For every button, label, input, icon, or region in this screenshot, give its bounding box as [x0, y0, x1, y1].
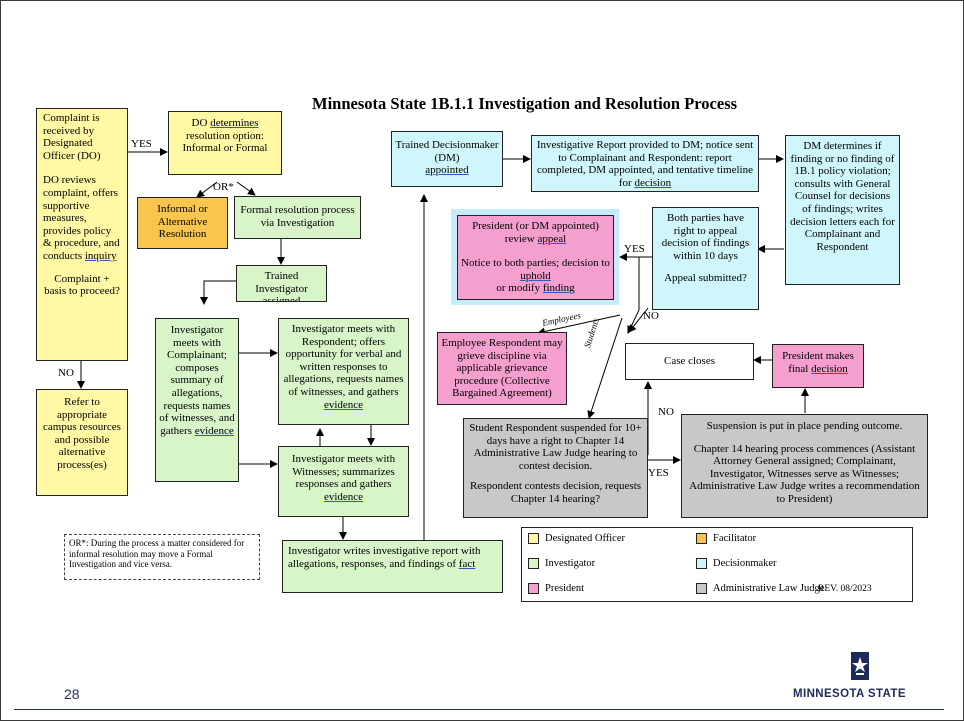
page-title: Minnesota State 1B.1.1 Investigation and…	[312, 94, 738, 113]
yes-label-2: YES	[624, 243, 645, 255]
investigative-report-box: Investigative Report provided to DM; not…	[531, 135, 759, 192]
complaint-received-box: Complaint is received by Designated Offi…	[36, 108, 128, 361]
meets-respondent-box: Investigator meets with Respondent; offe…	[278, 318, 409, 425]
refer-box: Refer to appropriate campus resources an…	[36, 389, 128, 496]
appeal-right-box: Both parties have right to appeal decisi…	[652, 207, 759, 310]
evidence-link-respondent: evidence	[323, 398, 364, 411]
no-label-1: NO	[58, 367, 74, 379]
or-footnote: OR*: During the process a matter conside…	[64, 534, 260, 580]
logo-wordmark: MINNESOTA STATE	[793, 688, 906, 700]
yes-label-3: YES	[648, 467, 669, 479]
evidence-link-complainant: evidence	[194, 424, 234, 437]
inquiry-link: inquiry	[84, 249, 117, 262]
evidence-link-witnesses: evidence	[323, 490, 364, 503]
complaint-received-text: Complaint is received by Designated Offi…	[43, 112, 101, 162]
dm-determines-box: DM determines if finding or no finding o…	[785, 135, 900, 285]
legend-item-designated-officer: Designated Officer	[528, 533, 625, 544]
uphold-link: uphold	[520, 269, 551, 282]
finding-link: finding	[542, 282, 575, 295]
arrow-no-to-case-closes	[628, 307, 649, 333]
legend-item-facilitator: Facilitator	[696, 533, 756, 544]
formal-resolution-box: Formal resolution process via Investigat…	[234, 196, 361, 239]
legend-swatch	[696, 558, 707, 569]
complaint-basis-text: Complaint + basis to proceed?	[44, 272, 120, 298]
student-suspended-box: Student Respondent suspended for 10+ day…	[463, 418, 648, 518]
revision-date: REV. 08/2023	[818, 584, 872, 594]
trained-investigator-box: Trained Investigator assigned	[236, 265, 327, 302]
footer-rule	[14, 709, 944, 710]
chapter14-text: Chapter 14 hearing process commences (As…	[689, 442, 920, 505]
writes-report-box: Investigator writes investigative report…	[282, 540, 503, 593]
appointed-link: appointed	[425, 164, 469, 177]
president-final-box: President makes final decision	[772, 344, 864, 388]
arrow-to-investigation-branch	[200, 280, 236, 305]
assigned-link: assigned	[262, 295, 301, 302]
chapter14-box: Suspension is put in place pending outco…	[681, 414, 928, 518]
employee-grieve-box: Employee Respondent may grieve disciplin…	[437, 332, 567, 405]
arrow-employees	[537, 314, 621, 336]
legend-swatch	[528, 583, 539, 594]
president-review-box: President (or DM appointed) review appea…	[457, 215, 614, 300]
page-number: 28	[64, 686, 80, 702]
legend: Designated Officer Facilitator Investiga…	[521, 527, 913, 602]
final-decision-link: decision	[811, 362, 848, 375]
no-label-2: NO	[643, 310, 659, 322]
yes-label-1: YES	[131, 138, 152, 150]
meets-complainant-box: Investigator meets with Complainant; com…	[155, 318, 239, 482]
legend-swatch	[528, 533, 539, 544]
legend-item-president: President	[528, 583, 584, 594]
appeal-link: appeal	[537, 232, 567, 245]
do-reviews-text: DO reviews complaint, offers supportive …	[43, 174, 120, 262]
appeal-submitted-text: Appeal submitted?	[664, 272, 747, 285]
or-label: OR*	[213, 181, 234, 193]
legend-item-alj: Administrative Law Judge	[696, 583, 824, 594]
legend-swatch	[528, 558, 539, 569]
meets-witnesses-box: Investigator meets with Witnesses; summa…	[278, 446, 409, 517]
dm-appointed-box: Trained Decisionmaker (DM) appointed	[391, 131, 503, 187]
arrow-to-formal	[236, 181, 256, 196]
student-contests-text: Respondent contests decision, requests C…	[469, 480, 642, 505]
determines-link: determines	[210, 117, 259, 129]
fact-link: fact	[458, 557, 476, 570]
decision-link: decision	[634, 176, 672, 189]
legend-swatch	[696, 533, 707, 544]
arrow-students	[587, 317, 623, 419]
arrow-to-informal	[196, 181, 218, 198]
legend-item-investigator: Investigator	[528, 558, 595, 569]
legend-swatch	[696, 583, 707, 594]
do-determines-box: DO determines resolution option: Informa…	[168, 111, 282, 175]
informal-resolution-box: Informal or Alternative Resolution	[137, 197, 228, 249]
suspension-text: Suspension is put in place pending outco…	[706, 420, 903, 432]
legend-item-decisionmaker: Decisionmaker	[696, 558, 777, 569]
no-label-3: NO	[658, 406, 674, 418]
case-closes-box: Case closes	[625, 343, 754, 380]
minnesota-state-star-icon	[851, 652, 869, 680]
